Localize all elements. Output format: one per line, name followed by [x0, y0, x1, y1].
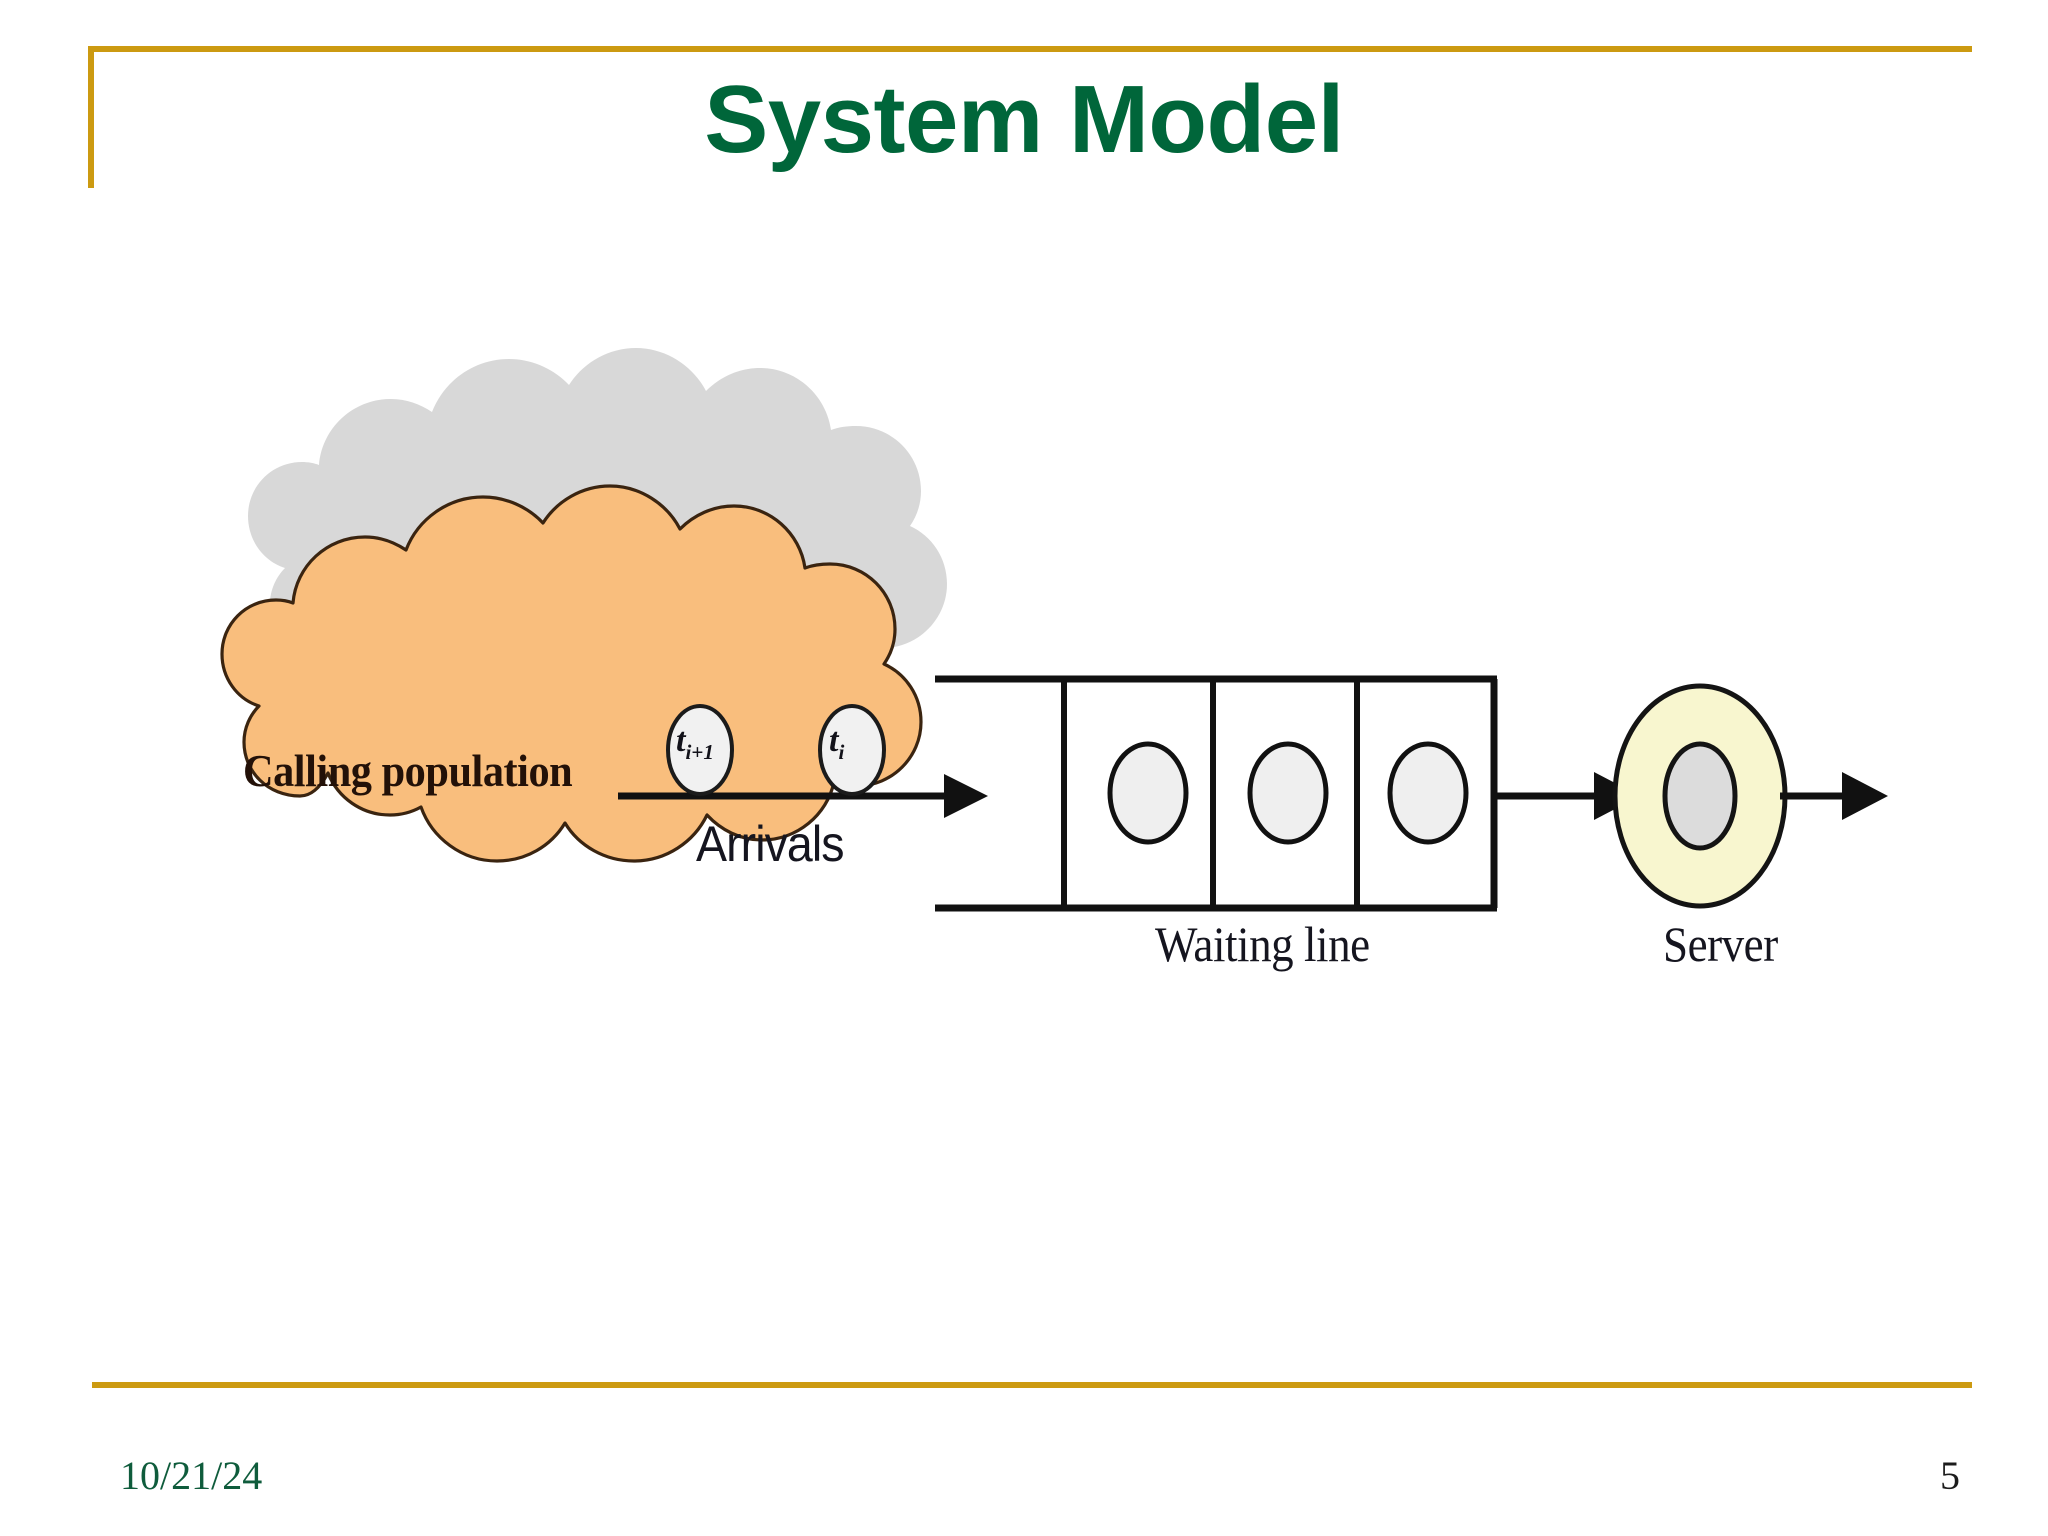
- page-title: System Model: [704, 66, 1344, 173]
- departure-arrow: [1780, 772, 1888, 820]
- waiting-line-label: Waiting line: [1155, 916, 1370, 972]
- server-label: Server: [1663, 916, 1778, 972]
- cloud-shadow: [248, 348, 947, 723]
- waiting-line-dividers: [1061, 679, 1360, 908]
- footer-page-number: 5: [1940, 1453, 1960, 1498]
- waiting-line-channel: [935, 675, 1498, 912]
- token-subscript: i+1: [685, 739, 714, 764]
- service-entry-arrow: [1497, 772, 1640, 820]
- arrivals-arrow: [618, 774, 988, 818]
- top-accent-rule: [88, 46, 1972, 52]
- calling-population-cloud: [220, 484, 923, 863]
- waiting-customer-2: [1247, 741, 1329, 845]
- arrival-token-1-label: ti+1: [676, 722, 714, 765]
- left-accent-rule: [88, 46, 94, 188]
- arrival-token-2-label: ti: [829, 722, 844, 765]
- token-base: t: [676, 722, 686, 759]
- server-node: [1612, 683, 1788, 909]
- waiting-customer-1: [1107, 741, 1189, 845]
- arrivals-label: Arrivals: [696, 816, 845, 872]
- calling-population-label: Calling population: [243, 745, 573, 796]
- footer-date: 10/21/24: [120, 1453, 263, 1498]
- token-base: t: [829, 722, 839, 759]
- footer-accent-rule: [92, 1382, 1972, 1388]
- token-subscript: i: [838, 739, 845, 764]
- waiting-customer-3: [1387, 741, 1469, 845]
